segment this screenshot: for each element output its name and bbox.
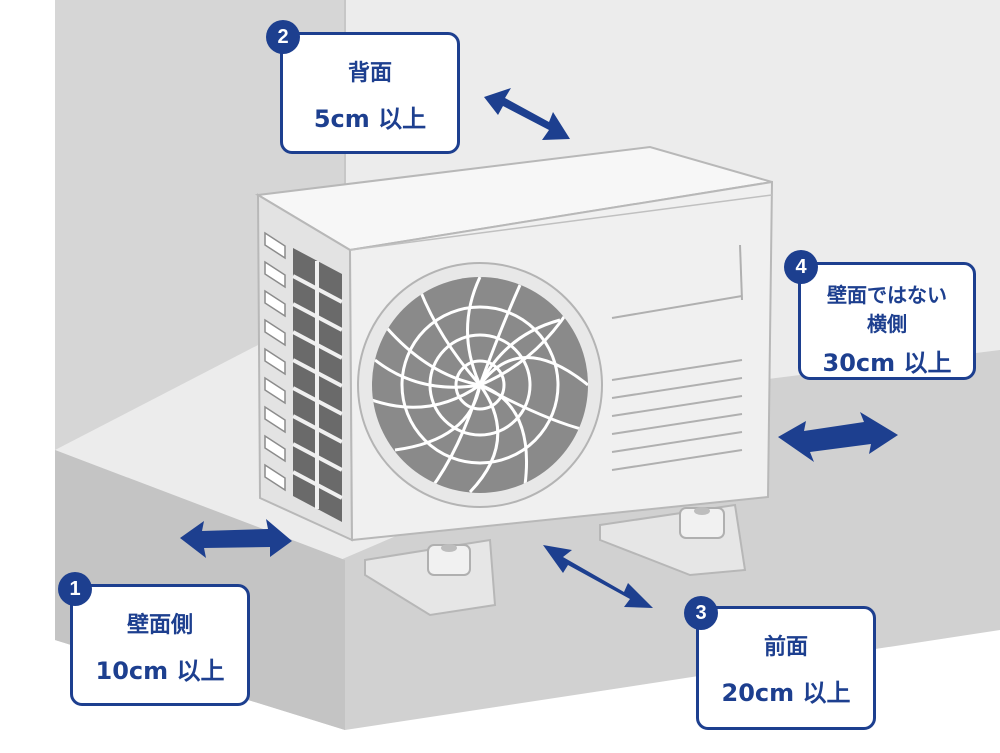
callout-back-title: 背面 bbox=[347, 61, 392, 86]
callout-back-clearance: 背面 5cm 以上 bbox=[280, 32, 460, 154]
callout-back-value: 5cm 以上 bbox=[313, 105, 427, 133]
side-grille bbox=[264, 231, 343, 522]
badge-1: 1 bbox=[58, 572, 92, 606]
front-vents bbox=[611, 244, 743, 471]
callout-front-value: 20cm 以上 bbox=[721, 679, 851, 707]
callout-front-clearance: 前面 20cm 以上 bbox=[696, 606, 876, 730]
badge-4: 4 bbox=[784, 250, 818, 284]
callout-wall-side-title: 壁面側 bbox=[126, 613, 193, 638]
arrow-right-side bbox=[778, 412, 898, 462]
arrow-back bbox=[484, 88, 570, 140]
callout-wall-side-clearance: 壁面側 10cm 以上 bbox=[70, 584, 250, 706]
right-mount-base bbox=[599, 503, 747, 577]
badge-3: 3 bbox=[684, 596, 718, 630]
arrow-front bbox=[543, 545, 653, 608]
callout-open-side-value: 30cm 以上 bbox=[822, 349, 952, 377]
arrow-side-wall bbox=[180, 519, 292, 558]
callout-open-side-title-line1: 壁面ではない bbox=[827, 283, 947, 307]
left-mount-base bbox=[364, 538, 497, 617]
outdoor-unit bbox=[254, 145, 774, 542]
badge-2: 2 bbox=[266, 20, 300, 54]
callout-wall-side-value: 10cm 以上 bbox=[95, 657, 225, 685]
callout-open-side-clearance: 壁面ではない 横側 30cm 以上 bbox=[798, 262, 976, 380]
double-arrow-icon bbox=[180, 88, 898, 608]
fan-grille-icon bbox=[357, 262, 603, 508]
callout-open-side-title-line2: 横側 bbox=[867, 312, 907, 336]
callout-front-title: 前面 bbox=[763, 635, 808, 660]
